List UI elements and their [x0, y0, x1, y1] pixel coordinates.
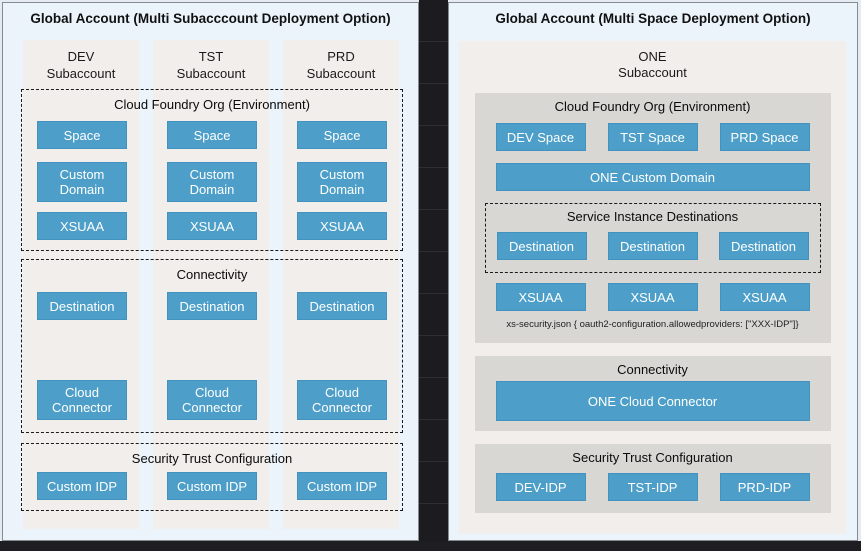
xsuaa-row: XSUAA XSUAA XSUAA	[22, 212, 402, 240]
cloud-connector-box: Cloud Connector	[297, 380, 387, 420]
prd-subaccount-header: PRD Subaccount	[283, 40, 399, 82]
security-trust-section: Security Trust Configuration Custom IDP …	[21, 443, 403, 511]
connectivity-title: Connectivity	[176, 267, 248, 282]
xsuaa-row: XSUAA XSUAA XSUAA	[475, 283, 831, 311]
prd-subaccount-line2: Subaccount	[306, 66, 376, 81]
one-subaccount-line2: Subaccount	[618, 65, 687, 80]
dev-subaccount-line1: DEV	[67, 49, 95, 64]
cloud-connector-row: Cloud Connector Cloud Connector Cloud Co…	[22, 380, 402, 420]
prd-idp-box: PRD-IDP	[719, 473, 810, 501]
service-instance-destinations-box: Service Instance Destinations Destinatio…	[484, 203, 821, 273]
space-box: Space	[37, 121, 127, 149]
cloud-connector-box: Cloud Connector	[37, 380, 127, 420]
security-trust-title: Security Trust Configuration	[572, 450, 733, 465]
tst-subaccount-header: TST Subaccount	[153, 40, 269, 82]
dev-idp-box: DEV-IDP	[495, 473, 586, 501]
destination-box: Destination	[718, 232, 809, 260]
bottom-frame-strip	[0, 541, 861, 551]
connectivity-box: Connectivity ONE Cloud Connector	[474, 356, 831, 431]
left-window: Global Account (Multi Subacccount Deploy…	[2, 2, 419, 541]
cloud-foundry-org-box: Cloud Foundry Org (Environment) DEV Spac…	[474, 93, 831, 343]
space-box: Space	[167, 121, 257, 149]
dev-space-box: DEV Space	[495, 123, 586, 151]
destinations-row: Destination Destination Destination	[486, 232, 820, 260]
dev-subaccount-line2: Subaccount	[46, 66, 116, 81]
tst-subaccount-line2: Subaccount	[176, 66, 246, 81]
tst-space-box: TST Space	[607, 123, 698, 151]
connectivity-section: Connectivity Destination Destination Des…	[21, 259, 403, 433]
custom-idp-box: Custom IDP	[297, 472, 387, 500]
left-window-title: Global Account (Multi Subacccount Deploy…	[30, 11, 391, 26]
destination-box: Destination	[496, 232, 587, 260]
cloud-foundry-org-title: Cloud Foundry Org (Environment)	[114, 97, 310, 112]
cloud-connector-box: Cloud Connector	[167, 380, 257, 420]
xsuaa-box: XSUAA	[297, 212, 387, 240]
spaces-row: DEV Space TST Space PRD Space	[475, 123, 831, 151]
destination-box: Destination	[167, 292, 257, 320]
destination-box: Destination	[297, 292, 387, 320]
xsuaa-box: XSUAA	[37, 212, 127, 240]
custom-domain-box: Custom Domain	[167, 162, 257, 202]
connectivity-title: Connectivity	[617, 362, 688, 377]
one-subaccount-line1: ONE	[638, 49, 667, 64]
service-instance-destinations-title: Service Instance Destinations	[566, 209, 739, 224]
tst-idp-box: TST-IDP	[607, 473, 698, 501]
space-box: Space	[297, 121, 387, 149]
custom-domain-box: Custom Domain	[37, 162, 127, 202]
custom-idp-box: Custom IDP	[37, 472, 127, 500]
cloud-foundry-org-title: Cloud Foundry Org (Environment)	[554, 99, 751, 114]
right-window: Global Account (Multi Space Deployment O…	[448, 2, 858, 541]
one-cloud-connector-box: ONE Cloud Connector	[495, 381, 810, 421]
custom-domain-row: Custom Domain Custom Domain Custom Domai…	[22, 162, 402, 202]
security-trust-title: Security Trust Configuration	[131, 451, 293, 466]
custom-idp-row: Custom IDP Custom IDP Custom IDP	[22, 472, 402, 500]
dev-subaccount-header: DEV Subaccount	[23, 40, 139, 82]
one-custom-domain-box: ONE Custom Domain	[495, 163, 810, 191]
space-row: Space Space Space	[22, 121, 402, 149]
xs-security-note: xs-security.json { oauth2-configuration.…	[506, 319, 799, 330]
xsuaa-box: XSUAA	[719, 283, 810, 311]
destination-row: Destination Destination Destination	[22, 292, 402, 320]
security-trust-box: Security Trust Configuration DEV-IDP TST…	[474, 444, 831, 513]
one-subaccount-header: ONE Subaccount	[459, 41, 846, 81]
destination-box: Destination	[37, 292, 127, 320]
xsuaa-box: XSUAA	[495, 283, 586, 311]
prd-subaccount-line1: PRD	[327, 49, 355, 64]
custom-idp-box: Custom IDP	[167, 472, 257, 500]
right-window-title: Global Account (Multi Space Deployment O…	[495, 11, 811, 26]
xsuaa-box: XSUAA	[607, 283, 698, 311]
one-subaccount-band: ONE Subaccount Cloud Foundry Org (Enviro…	[459, 41, 846, 534]
xsuaa-box: XSUAA	[167, 212, 257, 240]
cloud-foundry-org-section: Cloud Foundry Org (Environment) Space Sp…	[21, 89, 403, 251]
idp-row: DEV-IDP TST-IDP PRD-IDP	[475, 473, 831, 501]
tst-subaccount-line1: TST	[198, 49, 224, 64]
custom-domain-box: Custom Domain	[297, 162, 387, 202]
prd-space-box: PRD Space	[719, 123, 810, 151]
destination-box: Destination	[607, 232, 698, 260]
window-divider	[419, 0, 448, 551]
